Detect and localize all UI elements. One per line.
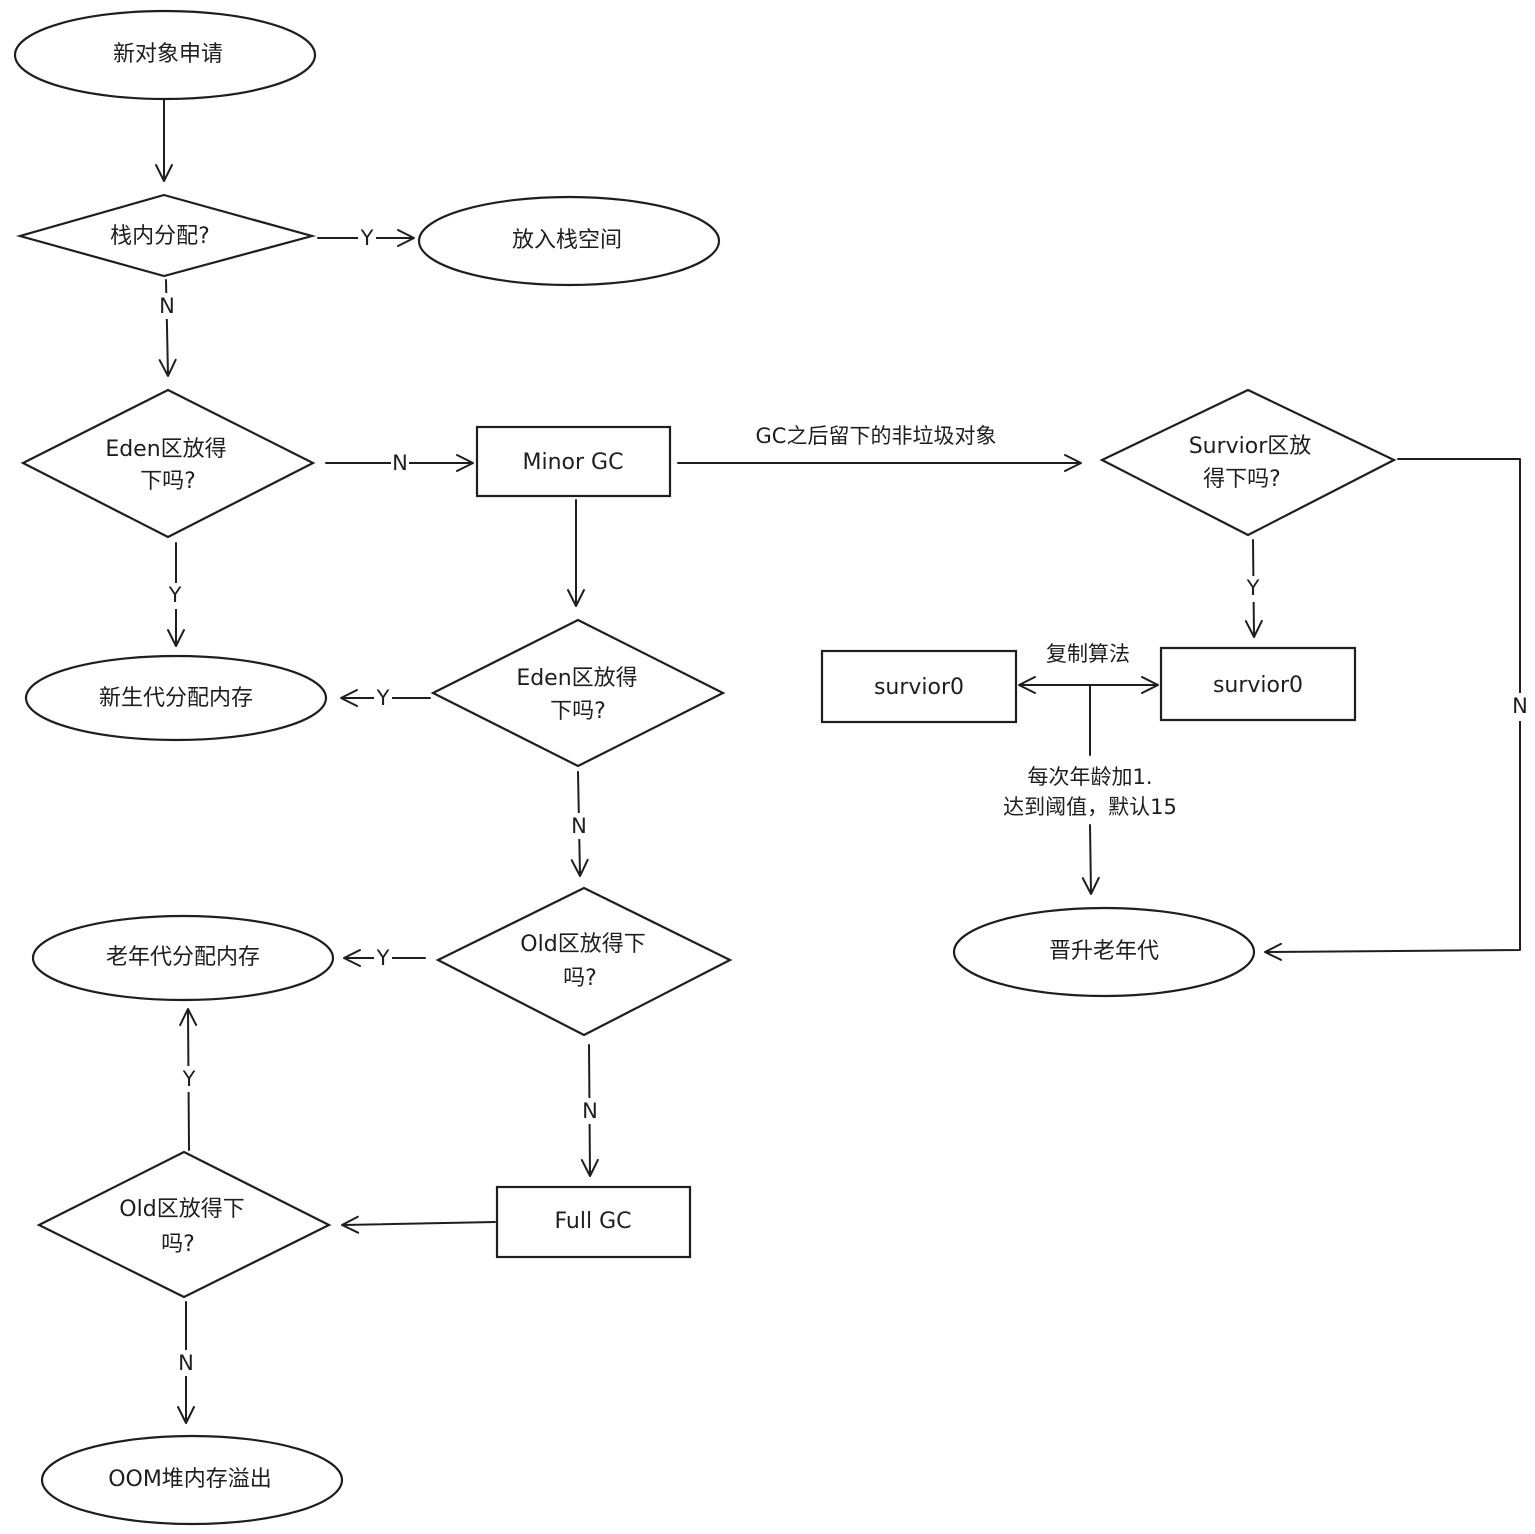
edge-label-eden2-yes: Y [376, 686, 390, 710]
node-label: Minor GC [523, 450, 624, 475]
edge-label-old1-yes: Y [376, 946, 390, 970]
node-eden-fit-decision-1[interactable]: Eden区放得 下吗? [20, 388, 316, 539]
edge-full-gc-to-old2 [341, 1215, 496, 1234]
edge-label-stack-no: N [159, 294, 175, 318]
node-label: survior0 [1213, 673, 1303, 698]
edge-label-copy-algorithm: 复制算法 [1046, 642, 1130, 666]
node-old-gen-alloc[interactable]: 老年代分配内存 [31, 914, 335, 1002]
node-label: survior0 [874, 675, 964, 700]
node-survivor-0-left[interactable]: survior0 [820, 649, 1018, 724]
node-oom[interactable]: OOM堆内存溢出 [40, 1434, 344, 1526]
node-label: 新对象申请 [113, 42, 223, 67]
node-label: 吗? [563, 966, 597, 991]
node-label: OOM堆内存溢出 [108, 1467, 272, 1492]
node-label: 晋升老年代 [1049, 939, 1159, 964]
node-label: Survior区放 [1189, 434, 1312, 459]
node-minor-gc[interactable]: Minor GC [475, 425, 672, 498]
node-label: 下吗? [140, 469, 196, 494]
edge-label-survivor-yes: Y [1246, 576, 1260, 600]
edge-label-age-line1: 每次年龄加1. [1027, 765, 1152, 789]
edge-label-stack-yes: Y [360, 226, 374, 250]
edge-label-age-line2: 达到阈值，默认15 [1003, 795, 1177, 819]
edge-label-old2-yes: Y [182, 1067, 196, 1091]
node-label: Eden区放得 [105, 437, 226, 462]
node-survivor-fit-decision[interactable]: Survior区放 得下吗? [1099, 388, 1397, 537]
node-promote-old-gen[interactable]: 晋升老年代 [952, 906, 1256, 998]
edge-label-old2-no: N [178, 1351, 194, 1375]
node-stack-space[interactable]: 放入栈空间 [417, 195, 721, 287]
edge-label-survivor-no: N [1512, 694, 1528, 718]
edge-label-eden1-no: N [392, 451, 408, 475]
node-new-object-request[interactable]: 新对象申请 [13, 9, 317, 101]
node-eden-fit-decision-2[interactable]: Eden区放得 下吗? [430, 618, 726, 768]
node-label: 栈内分配? [110, 224, 210, 249]
node-label: 放入栈空间 [512, 228, 622, 253]
node-label: Old区放得下 [520, 932, 645, 957]
edge-copy-to-promote [1090, 684, 1091, 893]
node-old-fit-decision-2[interactable]: Old区放得下 吗? [36, 1150, 332, 1299]
node-label: 老年代分配内存 [106, 945, 260, 970]
node-label: 新生代分配内存 [99, 686, 253, 711]
node-young-gen-alloc[interactable]: 新生代分配内存 [24, 654, 328, 742]
edge-label-gc-survivors: GC之后留下的非垃圾对象 [756, 424, 997, 448]
node-old-fit-decision-1[interactable]: Old区放得下 吗? [435, 886, 733, 1037]
node-label: 下吗? [550, 699, 606, 724]
edge-label-eden1-yes: Y [168, 583, 182, 607]
node-survivor-0-right[interactable]: survior0 [1159, 646, 1357, 722]
edge-label-old1-no: N [582, 1099, 598, 1123]
node-label: Old区放得下 [119, 1197, 244, 1222]
node-label: Full GC [554, 1209, 631, 1234]
node-label: Eden区放得 [516, 666, 637, 691]
node-label: 得下吗? [1203, 467, 1281, 492]
node-full-gc[interactable]: Full GC [495, 1185, 692, 1259]
edge-label-eden2-no: N [571, 814, 587, 838]
node-label: 吗? [161, 1232, 195, 1257]
node-stack-alloc-decision[interactable]: 栈内分配? [15, 193, 317, 278]
